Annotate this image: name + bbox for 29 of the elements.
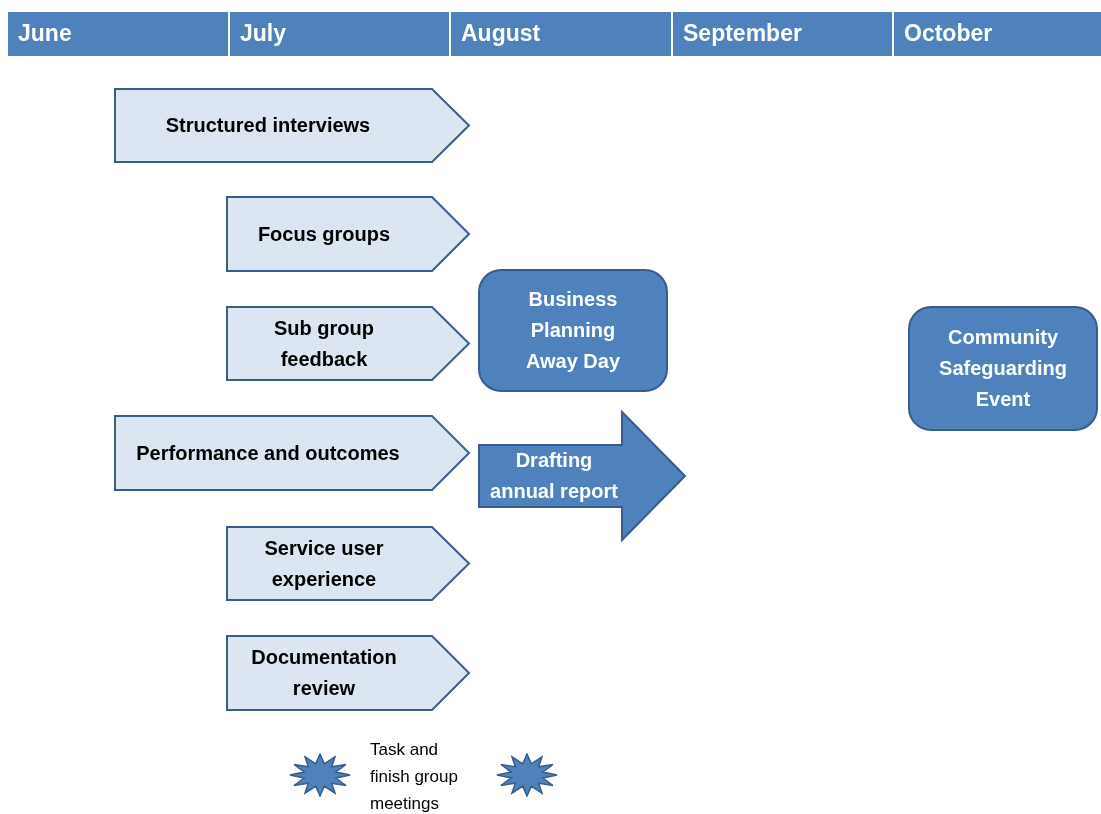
- rounded-box: [908, 306, 1098, 431]
- node-label: October: [903, 19, 993, 49]
- month-header: [230, 12, 449, 56]
- node-label: Focus groups: [256, 221, 392, 247]
- node-label: August: [460, 19, 541, 49]
- task-pentagon: [114, 415, 470, 491]
- month-header: [451, 12, 671, 56]
- node-label: September: [682, 19, 802, 49]
- month-header: [673, 12, 892, 56]
- month-header: [8, 12, 228, 56]
- node-label: Service user experience: [263, 535, 385, 592]
- task-pentagon: [226, 526, 470, 601]
- node-label: Sub group feedback: [273, 315, 375, 372]
- task-pentagon: [226, 196, 470, 272]
- node-label: June: [17, 19, 72, 49]
- task-pentagon: [226, 635, 470, 711]
- task-pentagon: [226, 306, 470, 381]
- node-label: Structured interviews: [164, 113, 372, 138]
- note-text: Task and finish group meetings: [370, 739, 459, 814]
- node-label: Business Planning Away Day: [524, 287, 622, 374]
- block-arrow: [478, 411, 686, 541]
- node-label: Performance and outcomes: [135, 440, 401, 466]
- node-label: July: [239, 19, 287, 49]
- node-label: Community Safeguarding Event: [938, 325, 1068, 412]
- rounded-box: [478, 269, 668, 392]
- month-header: [894, 12, 1101, 56]
- node-label: Drafting annual report: [489, 448, 619, 504]
- task-pentagon: [114, 88, 470, 163]
- node-label: Documentation review: [250, 645, 398, 701]
